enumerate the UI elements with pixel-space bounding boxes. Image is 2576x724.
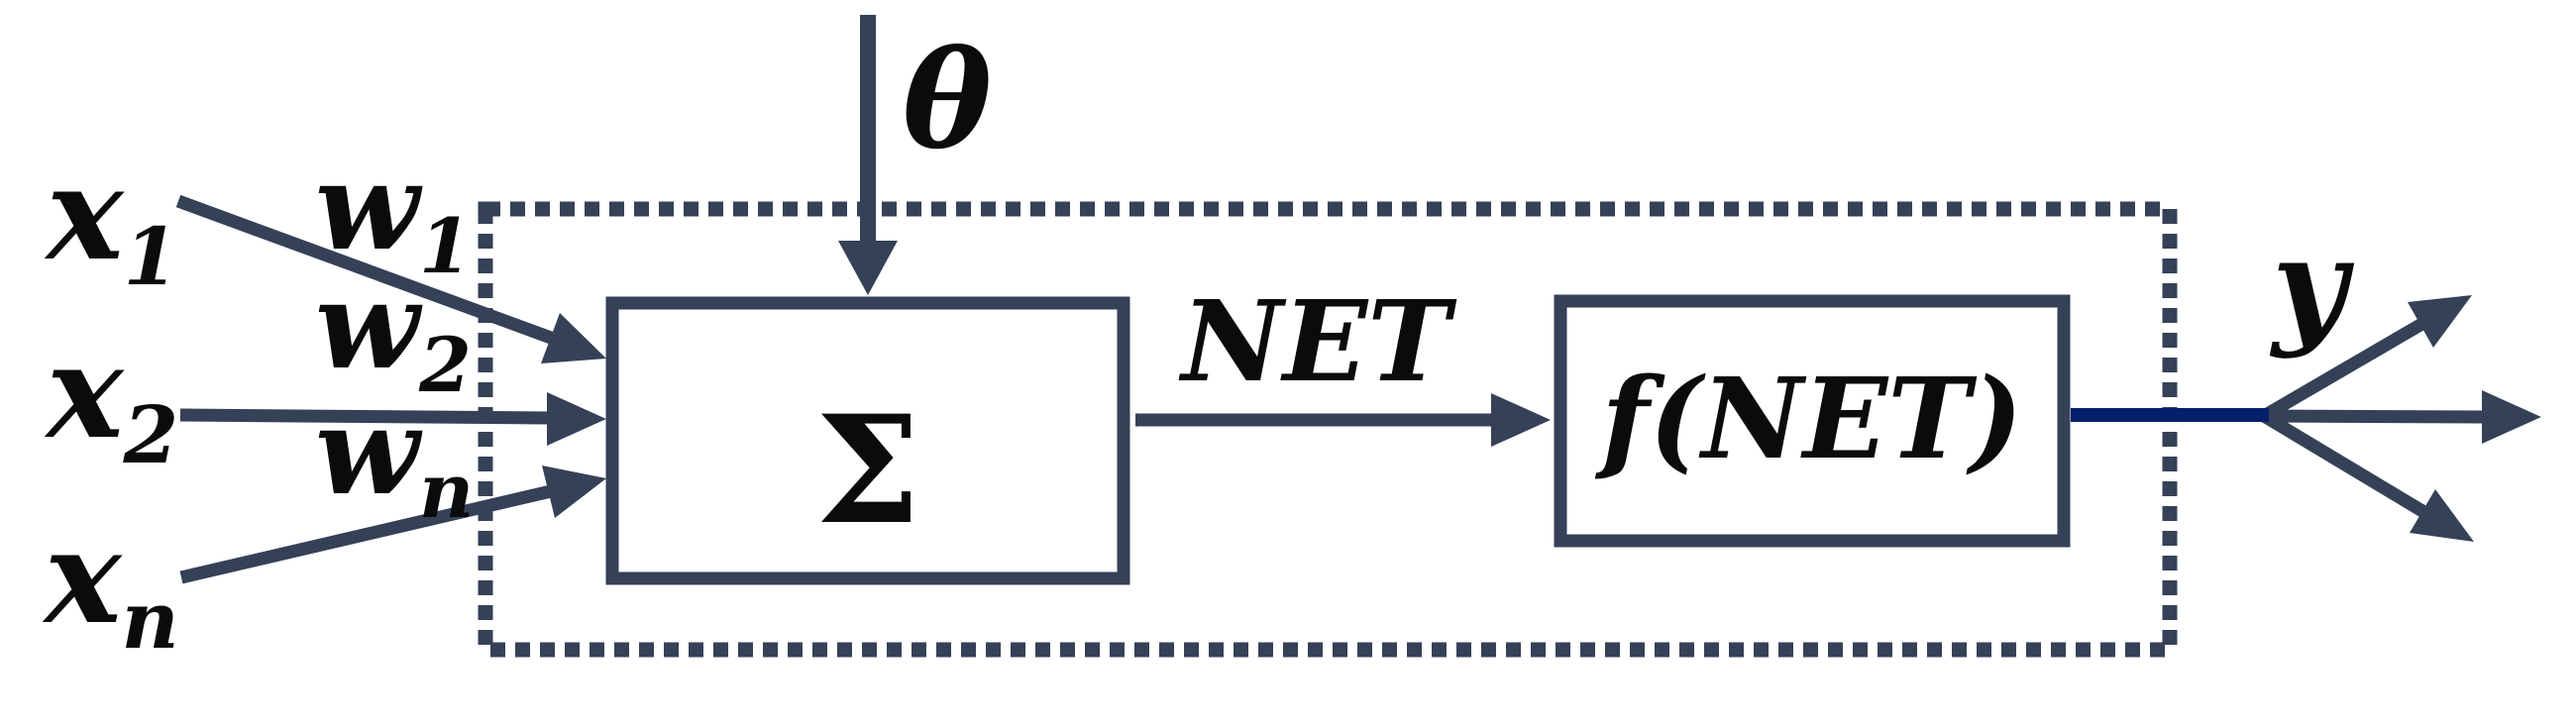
net-signal-label: NET (1178, 277, 1457, 407)
net-arrowhead (1491, 393, 1551, 447)
weight-label-w1: w1 (315, 135, 472, 290)
summation-sigma-label: Σ (815, 383, 920, 558)
output-fan-up-shaft (2260, 316, 2429, 422)
input-label-x2: x2 (44, 316, 178, 481)
output-fan-down-arrowhead (2410, 489, 2474, 542)
input-arrowhead-x1 (541, 313, 606, 363)
activation-function-label: f(NET) (1594, 355, 2022, 484)
input-arrowhead-xn (542, 465, 606, 518)
input-line-x2 (179, 408, 550, 425)
weight-label-wn: wn (315, 379, 474, 535)
input-line-x1 (175, 194, 554, 345)
input-line-xn (179, 484, 553, 584)
summation-box (605, 296, 1130, 585)
output-fan-up-arrowhead (2408, 295, 2472, 348)
output-fan-right-shaft (2263, 409, 2486, 424)
output-label-y: y (2269, 209, 2354, 361)
arrowhead-layer (541, 241, 2541, 542)
input-label-x1: x1 (44, 138, 178, 303)
output-fan-right-arrowhead (2482, 390, 2541, 444)
weight-label-w2: w2 (315, 254, 472, 409)
bias-theta-label: θ (903, 21, 992, 178)
neuron-boundary-dotted-border (478, 201, 2178, 658)
activation-box (1554, 294, 2071, 548)
stroke-layer (175, 15, 2486, 658)
bias-theta-arrowhead (838, 241, 898, 295)
input-arrowhead-x2 (547, 392, 606, 446)
input-label-xn: xn (42, 501, 179, 667)
output-fan-down-shaft (2260, 410, 2431, 520)
text-layer: x1 x2 xn w1 w2 wn θ Σ NET f(NET) y (42, 21, 2354, 667)
